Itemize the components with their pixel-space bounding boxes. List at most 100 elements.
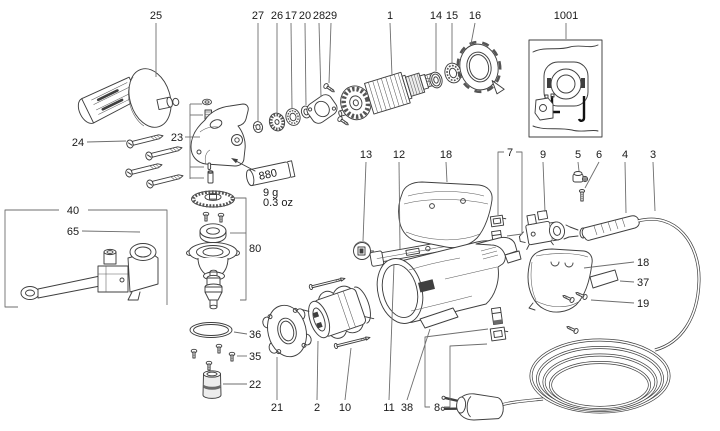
leader-line-65 — [81, 230, 141, 233]
bearing-17-drawing — [285, 108, 301, 126]
callout-part-80-25: 80 — [249, 243, 261, 255]
leader-line-9 — [542, 161, 546, 213]
leader-line-8 — [444, 343, 488, 408]
field-stator-2-drawing — [301, 285, 375, 339]
bearing-cover-16-drawing — [456, 40, 505, 95]
leader-line-13 — [362, 161, 367, 242]
leader-line-16 — [470, 22, 476, 45]
spindle-group-drawing — [186, 190, 240, 399]
leader-line-5 — [577, 161, 580, 172]
pinion-26-drawing — [268, 112, 286, 132]
callout-part-5-19: 5 — [575, 149, 581, 161]
leader-line-38 — [406, 328, 431, 401]
callout-part-17-3: 17 — [285, 10, 297, 22]
leader-line-4 — [624, 161, 627, 214]
brush-parts-8-drawing — [489, 306, 509, 342]
clamping-fixture-drawing — [20, 243, 159, 301]
callout-part-15-9: 15 — [446, 10, 458, 22]
callout-part-6-20: 6 — [596, 149, 602, 161]
leader-line-36 — [233, 331, 248, 335]
leader-line-3 — [652, 161, 656, 212]
leader-line-29 — [328, 22, 332, 84]
bearing-plate-21-drawing — [262, 304, 312, 358]
motor-housing-11-drawing — [376, 236, 522, 325]
callout-part-7-17: 7 — [507, 147, 513, 159]
nut-27-drawing — [252, 121, 264, 133]
callout-part-38-33: 38 — [401, 402, 413, 414]
armature-drawing — [338, 71, 441, 121]
callout-part-19-37: 19 — [637, 298, 649, 310]
callout-part-36-26: 36 — [249, 329, 261, 341]
grease-part-number: 880 — [258, 167, 278, 183]
callout-part-18-16: 18 — [440, 149, 452, 161]
screw-set-10-drawing — [308, 277, 371, 350]
callout-part-13-14: 13 — [360, 149, 372, 161]
callout-part-21-29: 21 — [271, 402, 283, 414]
callout-part-18-35: 18 — [637, 257, 649, 269]
group-box-40 — [4, 209, 168, 308]
grease-weight-ounces: 0.3 oz — [263, 197, 293, 209]
leader-line-2 — [316, 340, 319, 401]
gear-housing-drawing — [190, 98, 249, 184]
leader-line-7 — [506, 151, 523, 237]
power-cord-3-drawing — [440, 217, 701, 421]
leader-line-17 — [290, 22, 293, 110]
callout-part-12-15: 12 — [393, 149, 405, 161]
callout-part-22-28: 22 — [249, 379, 261, 391]
callout-part-1-7: 1 — [387, 10, 393, 22]
callout-part-27-1: 27 — [252, 10, 264, 22]
callout-part-40-23: 40 — [67, 205, 79, 217]
callout-part-25-0: 25 — [150, 10, 162, 22]
callout-part-11-32: 11 — [383, 402, 394, 414]
leader-line-28 — [318, 22, 322, 98]
o-ring-drawing — [189, 322, 233, 338]
leader-line-37 — [619, 280, 635, 283]
callout-part-9-18: 9 — [540, 149, 546, 161]
leader-line-24 — [86, 140, 127, 143]
callout-part-4-21: 4 — [622, 149, 628, 161]
callout-part-28-5: 28 — [313, 10, 325, 22]
leader-line-20 — [304, 22, 307, 106]
grease-tube-drawing — [231, 158, 296, 187]
pinion-row-drawing — [252, 82, 351, 133]
callout-part-29-6: 29 — [325, 10, 337, 22]
callout-part-65-24: 65 — [67, 226, 79, 238]
sleeve-22-drawing — [202, 370, 222, 399]
screw-set-35-drawing — [190, 343, 236, 371]
leader-line-19 — [590, 299, 635, 304]
wiring-diagram-1001 — [528, 39, 603, 138]
sticker-38-drawing — [419, 307, 459, 329]
leader-line-6 — [584, 161, 600, 189]
leader-line-18 — [583, 261, 635, 269]
callout-part-2-30: 2 — [314, 402, 320, 414]
callout-part-37-36: 37 — [637, 277, 649, 289]
leader-line-80 — [234, 197, 247, 301]
housing-cover-lower-drawing — [527, 248, 593, 313]
callout-part-8-34: 8 — [434, 402, 440, 414]
grease-weight-grams: 9 g — [263, 187, 278, 199]
washer-14-drawing — [429, 71, 443, 89]
callout-part-3-22: 3 — [650, 149, 656, 161]
spindle-drawing — [204, 269, 223, 310]
cable-clamp-5-drawing — [572, 171, 589, 183]
leader-line-8 — [424, 328, 489, 408]
power-plug-drawing — [440, 393, 504, 421]
switch-9-drawing — [518, 209, 566, 250]
callout-part-16-10: 16 — [469, 10, 481, 22]
leader-line-11 — [388, 263, 395, 401]
leader-line-10 — [344, 347, 352, 401]
callout-part-23-13: 23 — [171, 132, 183, 144]
nameplate-37-drawing — [589, 269, 619, 289]
leader-line-1 — [389, 22, 393, 77]
callout-part-24-12: 24 — [72, 137, 84, 149]
callout-part-14-8: 14 — [430, 10, 442, 22]
callout-part-35-27: 35 — [249, 351, 261, 363]
callout-part-26-2: 26 — [271, 10, 283, 22]
screw-6-drawing — [578, 189, 586, 202]
callout-part-1001-11: 1001 — [554, 10, 578, 22]
housing-shell-18-drawing — [398, 181, 493, 249]
bearing-flange-28-drawing — [306, 94, 338, 124]
